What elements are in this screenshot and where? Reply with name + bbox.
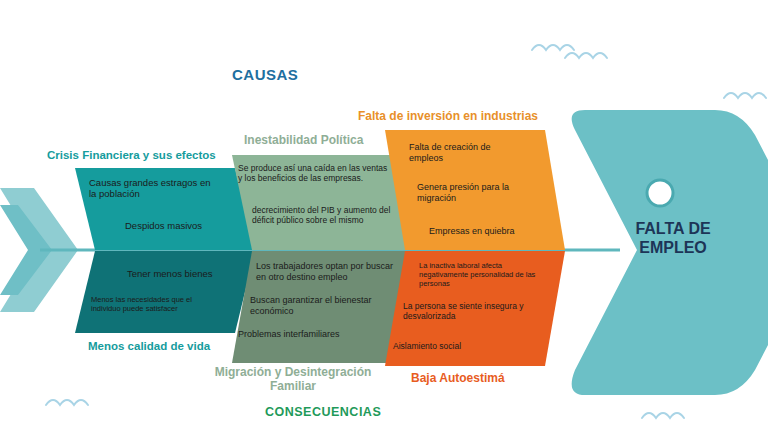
cause-text: Despidos masivos [125,220,235,231]
category-heading: Baja Autoestimá [411,371,505,385]
section-label: CONSECUENCIAS [265,405,381,419]
cause-text: Empresas en quiebra [429,226,539,237]
fishbone-band: Menos calidad de vidaTener menos bienesM… [75,251,255,333]
cause-text: La inactiva laboral afecta negativamente… [419,261,543,288]
fishbone-band: Inestabilidad PolíticaSe produce así una… [232,155,412,250]
wave-ornament [532,45,574,50]
chevron-band-shape [75,251,255,333]
cause-text: Problemas interfamiliares [238,329,388,340]
wave-ornament [565,53,607,58]
band-outline [232,251,412,363]
cause-text: Tener menos bienes [127,268,237,279]
band-outline [385,251,565,366]
wave-ornament [46,400,88,405]
cause-text: Falta de creación de empleos [409,142,501,164]
cause-text: Causas grandes estragos en la población [89,177,215,200]
category-heading: Migración y Desintegración Familiar [208,365,378,394]
effect-title: FALTA DE EMPLEO [633,219,713,257]
wave-ornament [642,413,684,418]
cause-text: Aislamiento social [393,341,503,351]
fish-head-outline [572,110,768,395]
cause-text: Genera presión para la migración [417,182,517,204]
cause-text: Se produce así una caída en las ventas y… [238,163,390,183]
cause-text: Menos las necesidades que el individuo p… [91,295,215,313]
cause-text: La persona se siente insegura y desvalor… [403,301,535,321]
band-outline [232,155,412,250]
band-outline [385,130,565,250]
band-outline [75,251,255,333]
fish-eye [647,180,673,206]
category-heading: Inestabilidad Política [244,133,363,147]
cause-text: decrecimiento del PIB y aumento del défi… [252,205,404,225]
cause-text: Buscan garantizar el bienestar económico [250,295,374,317]
cause-text: Los trabajadores optan por buscar en otr… [256,261,396,283]
category-heading: Crisis Financiera y sus efectos [47,149,216,163]
category-heading: Menos calidad de vida [88,340,210,354]
fishbone-band: Crisis Financiera y sus efectosCausas gr… [75,168,255,250]
category-heading: Falta de inversión en industrias [358,109,538,123]
fish-head: FALTA DE EMPLEO [565,105,768,400]
fishbone-band: Migración y Desintegración FamiliarLos t… [232,251,412,363]
band-outline [75,168,255,250]
wave-ornament [724,93,766,98]
section-label: CAUSAS [232,66,298,83]
fishbone-band: Falta de inversión en industriasFalta de… [385,130,565,250]
fishbone-band: Baja AutoestimáLa inactiva laboral afect… [385,251,565,366]
